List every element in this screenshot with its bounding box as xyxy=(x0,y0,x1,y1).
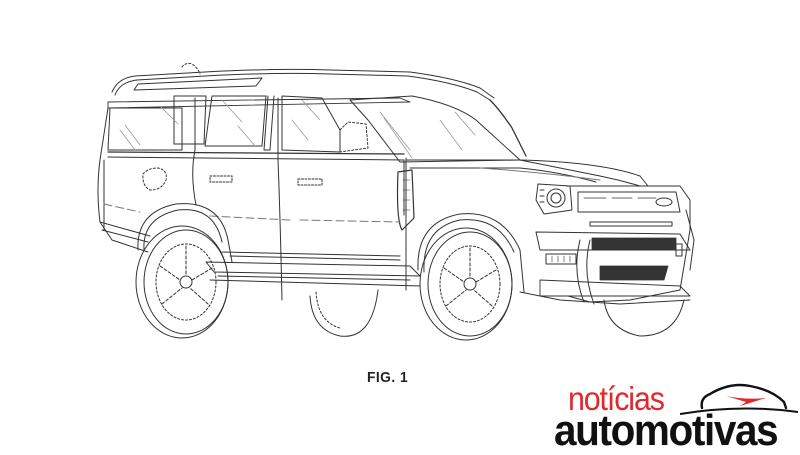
rear-wheel xyxy=(135,225,229,339)
wheel-arches xyxy=(137,203,525,293)
logo-text-automotivas: automotivas xyxy=(554,406,779,455)
watermark-logo: notícias automotivas xyxy=(540,378,800,455)
front-wheel xyxy=(419,227,513,341)
bonnet xyxy=(405,159,649,187)
figure-caption: FIG. 1 xyxy=(367,369,409,386)
roof xyxy=(107,62,495,109)
logo-text-noticias: notícias xyxy=(568,380,665,417)
far-side-wheels xyxy=(309,289,685,337)
side-windows xyxy=(107,95,405,161)
glass-reflections xyxy=(119,99,476,159)
windshield xyxy=(349,95,527,163)
car-silhouette-icon xyxy=(680,383,799,415)
front-fascia xyxy=(519,183,695,305)
body-side xyxy=(97,97,421,301)
